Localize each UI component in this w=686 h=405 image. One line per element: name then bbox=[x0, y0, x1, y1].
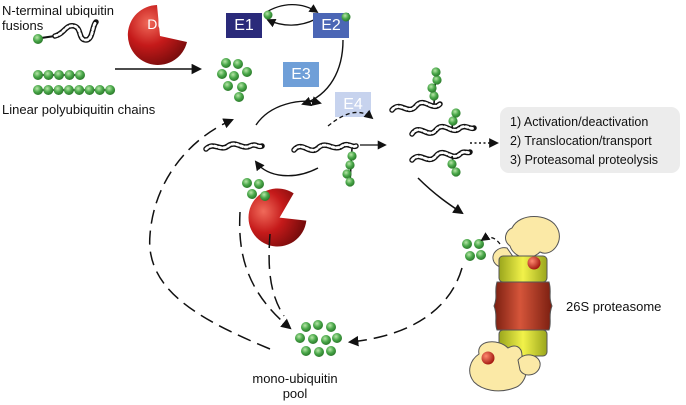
ubiquitin-bead bbox=[43, 70, 54, 80]
ubiquitin-bead bbox=[43, 85, 54, 95]
e4-elongation-dashed-arrow bbox=[327, 109, 374, 127]
ubiquitin-bead bbox=[451, 167, 461, 177]
protein-chain-pattern bbox=[204, 142, 264, 151]
outcome-translocation: 2) Translocation/transport bbox=[510, 134, 652, 148]
proteasome-release-dashed-arrow bbox=[480, 232, 501, 245]
ubiquitin-bead bbox=[474, 239, 484, 249]
ubiquitin-bead bbox=[105, 85, 116, 95]
ubiquitin-on-e2 bbox=[341, 12, 351, 22]
protein-chain-pattern bbox=[410, 150, 472, 162]
ubiquitin-bead bbox=[84, 85, 95, 95]
proteasome-label: 26S proteasome bbox=[566, 299, 662, 314]
ubiquitin-bead bbox=[223, 81, 233, 91]
ubiquitin-bead bbox=[347, 151, 357, 161]
ubiquitin-bead bbox=[242, 67, 252, 77]
dub-middle-label: DUB bbox=[290, 200, 320, 216]
ubiquitinated-substrate bbox=[291, 141, 359, 187]
e2-label: E2 bbox=[321, 16, 341, 34]
e4-label: E4 bbox=[343, 95, 363, 113]
outcomes-box: 1) Activation/deactivation 2) Translocat… bbox=[500, 107, 680, 173]
protein-chain-pattern bbox=[410, 125, 476, 136]
protein-chain-pattern bbox=[292, 143, 358, 152]
ubiquitin-bead bbox=[33, 70, 43, 80]
proteasome-26s bbox=[469, 216, 560, 392]
ubiquitin-bead bbox=[33, 34, 43, 44]
ubiquitin-bead bbox=[314, 347, 324, 357]
outcome-proteolysis: 3) Proteasomal proteolysis bbox=[510, 153, 658, 167]
ubiquitin-bead bbox=[301, 346, 311, 356]
ubiquitin-bead bbox=[451, 108, 461, 118]
ubiquitin-bead bbox=[326, 346, 336, 356]
ubiquitin-bead bbox=[345, 160, 355, 170]
ubiquitin-bead bbox=[74, 85, 85, 95]
ubiquitin-bead bbox=[345, 177, 355, 187]
ubiquitin-bead bbox=[217, 69, 227, 79]
ubiquitin-bead bbox=[427, 83, 437, 93]
ubiquitin-bead bbox=[53, 85, 64, 95]
ubiquitin-bead bbox=[64, 70, 75, 80]
ubiquitin-bead bbox=[465, 251, 475, 261]
ubiquitin-on-e1 bbox=[263, 10, 273, 20]
e1-label: E1 bbox=[234, 16, 254, 34]
mono-ubiquitin-pool-beads bbox=[295, 320, 342, 357]
linear-polyubiquitin-chain-long bbox=[33, 85, 116, 95]
ubiquitin-bead bbox=[313, 320, 323, 330]
ubiquitin-bead bbox=[342, 169, 352, 179]
ubiquitin-bead bbox=[233, 59, 243, 69]
linear-chain-label: Linear polyubiquitin chains bbox=[2, 102, 156, 117]
dub-top-label: DUB bbox=[147, 16, 177, 32]
ubiquitin-bead bbox=[260, 191, 270, 201]
free-ubiquitin-cluster-middle bbox=[242, 178, 270, 201]
e1-e2-exchange-arrows bbox=[264, 3, 319, 28]
ubiquitin-bead bbox=[221, 58, 231, 68]
ubiquitin-bead bbox=[54, 70, 64, 80]
dub-enzyme-middle bbox=[248, 188, 307, 247]
ubiquitin-bead bbox=[447, 159, 457, 169]
outcome-activation: 1) Activation/deactivation bbox=[510, 115, 649, 129]
ubiquitin-bead bbox=[301, 322, 311, 332]
linear-polyubiquitin-chain-short bbox=[33, 70, 85, 80]
ubiquitin-bead bbox=[247, 189, 257, 199]
ubiquitin-bead bbox=[308, 334, 318, 344]
free-ubiquitin-near-proteasome bbox=[462, 239, 486, 261]
ubiquitin-bead bbox=[94, 85, 105, 95]
ubiquitin-bead bbox=[476, 250, 486, 260]
n-terminal-fusion-substrate bbox=[33, 19, 99, 44]
ubiquitin-bead bbox=[33, 85, 43, 95]
ubiquitin-bead bbox=[332, 333, 342, 343]
ubiquitin-bead bbox=[237, 82, 247, 92]
ubiquitin-bead bbox=[242, 178, 252, 188]
protein-chain-pattern bbox=[390, 101, 442, 112]
mono-ubiquitin-pool-label: mono-ubiquitin pool bbox=[252, 371, 338, 401]
recycle-arrow-from-dub-right bbox=[268, 233, 285, 317]
free-ubiquitin-cluster-top bbox=[217, 58, 252, 102]
e3-box bbox=[283, 62, 319, 87]
ubiquitin-bead bbox=[234, 92, 244, 102]
ubiquitin-bead bbox=[431, 67, 441, 77]
recycle-arrow-from-dub-left bbox=[238, 211, 292, 330]
e1-box bbox=[226, 13, 262, 38]
ubiquitin-bead bbox=[63, 85, 74, 95]
ubiquitin-bead bbox=[429, 91, 439, 101]
ubiquitin-bead bbox=[229, 71, 239, 81]
deubiquitination-arc-arrow bbox=[254, 160, 319, 177]
ubiquitin-bead bbox=[432, 75, 442, 85]
ubiquitin-bead bbox=[254, 179, 264, 189]
ubiquitin-bead bbox=[462, 239, 472, 249]
n-terminal-fusion-label: N-terminal ubiquitin fusions bbox=[2, 3, 114, 33]
recycle-arrow-from-proteasome bbox=[347, 267, 463, 347]
ubiquitin-bead bbox=[326, 322, 336, 332]
recycle-arrow-left bbox=[149, 118, 271, 350]
dub-enzyme-top bbox=[127, 5, 187, 65]
ubiquitin-bead bbox=[295, 333, 305, 343]
to-proteasome-arrow bbox=[417, 177, 464, 215]
ubiquitin-bead bbox=[448, 116, 458, 126]
conjugation-arc-arrow bbox=[255, 96, 322, 126]
e3-label: E3 bbox=[291, 65, 311, 83]
ubiquitin-bead bbox=[321, 335, 331, 345]
ubiquitin-bead bbox=[75, 70, 85, 80]
substrate-protein bbox=[203, 141, 265, 152]
polyubiquitinated-substrates bbox=[389, 67, 477, 177]
